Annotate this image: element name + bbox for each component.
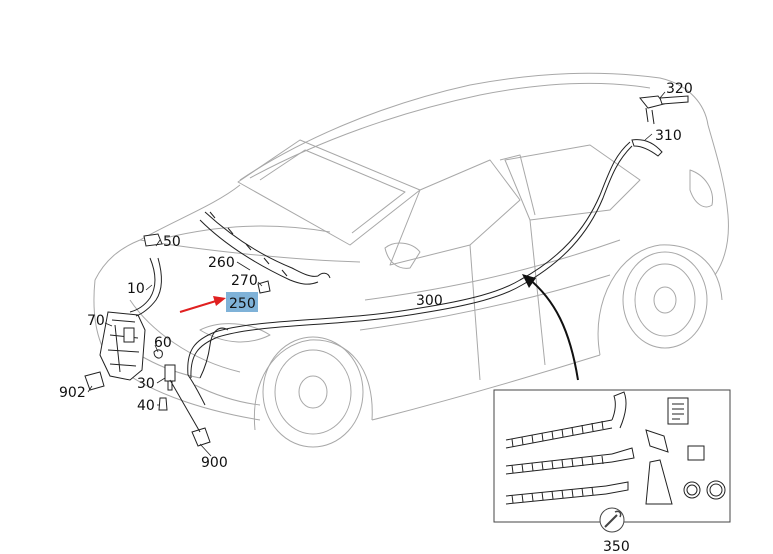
repair-kit-detail-box — [493, 389, 731, 533]
part-label-40[interactable]: 40 — [137, 398, 155, 414]
wrench-icon — [599, 507, 625, 533]
pointer-arrow — [179, 296, 226, 313]
part-label-10[interactable]: 10 — [127, 281, 145, 297]
rear-nozzle-320 — [639, 95, 689, 125]
part-label-30[interactable]: 30 — [137, 376, 155, 392]
rear-nozzle-310 — [631, 139, 663, 157]
part-label-300[interactable]: 300 — [416, 293, 443, 309]
filler-neck — [129, 233, 163, 317]
part-label-320[interactable]: 320 — [666, 81, 693, 97]
part-labels: 10 30 40 50 60 70 250 260 270 300 310 32… — [59, 81, 693, 554]
part-label-270[interactable]: 270 — [231, 273, 258, 289]
part-label-900[interactable]: 900 — [201, 455, 228, 471]
part-label-902[interactable]: 902 — [59, 385, 86, 401]
part-label-50[interactable]: 50 — [163, 234, 181, 250]
part-label-260[interactable]: 260 — [208, 255, 235, 271]
spray-nozzle-bar — [199, 211, 331, 285]
kit-small-parts — [645, 429, 726, 505]
clip-270 — [257, 280, 271, 294]
part-label-60[interactable]: 60 — [154, 335, 172, 351]
corrugated-hose — [505, 391, 635, 505]
washer-hose-300 — [187, 141, 633, 406]
connector-blocks — [84, 371, 211, 447]
pump-and-cap — [153, 349, 176, 411]
leader-lines — [87, 91, 666, 457]
part-label-70[interactable]: 70 — [87, 313, 105, 329]
part-label-250[interactable]: 250 — [229, 296, 256, 312]
detail-callout-arrow — [522, 274, 579, 381]
washer-reservoir — [99, 311, 146, 381]
highlight-box-250 — [226, 292, 258, 312]
part-label-350[interactable]: 350 — [603, 539, 630, 554]
part-label-310[interactable]: 310 — [655, 128, 682, 144]
instruction-sheet-icon — [667, 397, 689, 425]
